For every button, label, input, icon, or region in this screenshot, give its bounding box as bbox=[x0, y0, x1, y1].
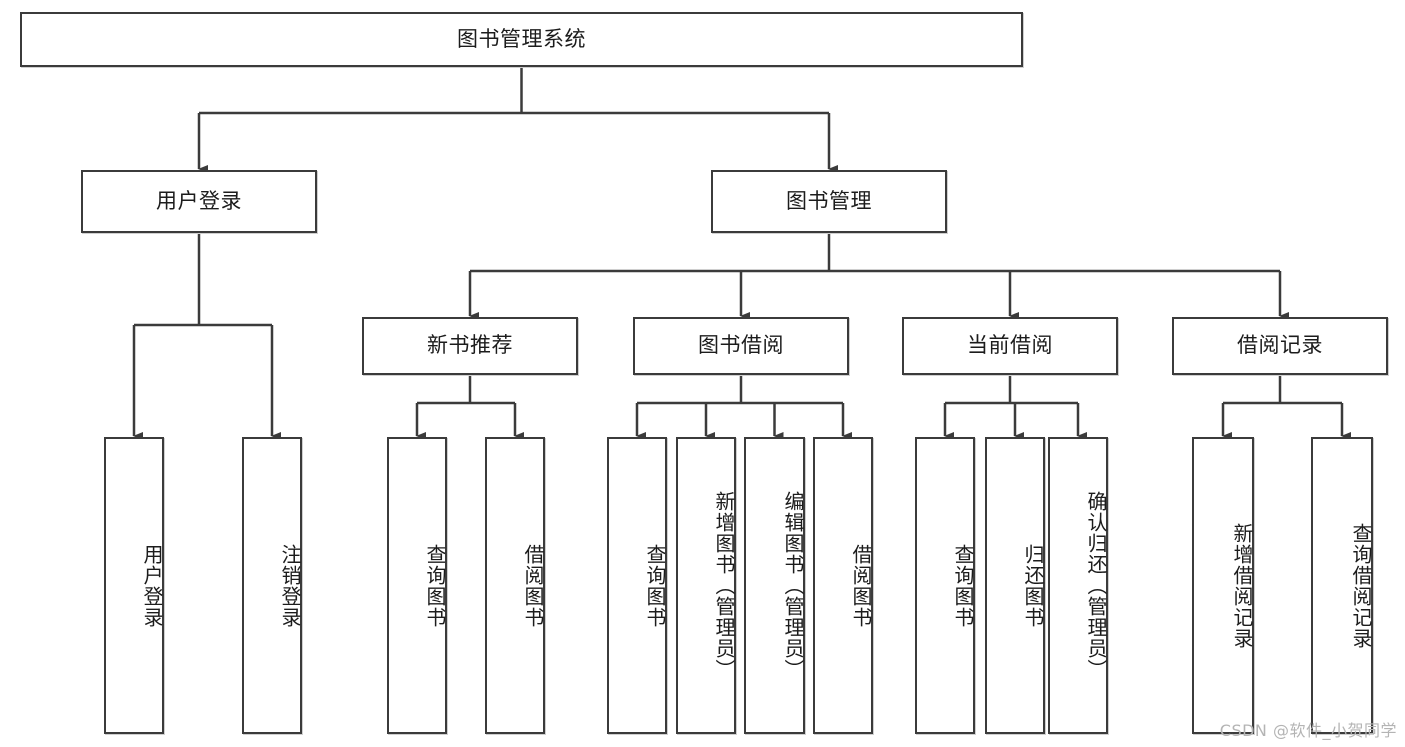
node-leaf_6: 编辑图书（管理员） bbox=[744, 437, 805, 734]
node-leaf_5: 新增图书（管理员） bbox=[676, 437, 736, 734]
node-label: 查询图书 bbox=[643, 543, 667, 628]
node-label: 新增图书（管理员） bbox=[712, 491, 736, 680]
connector-lines bbox=[132, 67, 1351, 440]
node-label: 查询图书 bbox=[951, 543, 975, 628]
node-label: 编辑图书（管理员） bbox=[781, 491, 805, 680]
node-root: 图书管理系统 bbox=[20, 12, 1023, 67]
node-l3_0: 新书推荐 bbox=[362, 317, 578, 375]
node-leaf_10: 确认归还（管理员） bbox=[1048, 437, 1108, 734]
node-leaf_12: 查询借阅记录 bbox=[1311, 437, 1373, 734]
node-leaf_1: 注销登录 bbox=[242, 437, 302, 734]
node-leaf_9: 归还图书 bbox=[985, 437, 1045, 734]
node-leaf_2: 查询图书 bbox=[387, 437, 447, 734]
node-label: 新增借阅记录 bbox=[1230, 522, 1254, 649]
node-label: 新书推荐 bbox=[427, 333, 513, 358]
node-label: 借阅记录 bbox=[1237, 333, 1323, 358]
node-label: 图书借阅 bbox=[698, 333, 784, 358]
node-label: 图书管理系统 bbox=[457, 26, 586, 51]
node-label: 用户登录 bbox=[140, 543, 164, 628]
node-l3_3: 借阅记录 bbox=[1172, 317, 1388, 375]
node-leaf_4: 查询图书 bbox=[607, 437, 667, 734]
node-leaf_8: 查询图书 bbox=[915, 437, 975, 734]
node-leaf_0: 用户登录 bbox=[104, 437, 164, 734]
node-label: 查询借阅记录 bbox=[1349, 522, 1373, 649]
node-label: 当前借阅 bbox=[967, 333, 1053, 358]
node-label: 确认归还（管理员） bbox=[1084, 491, 1108, 680]
node-l3_2: 当前借阅 bbox=[902, 317, 1118, 375]
node-l3_1: 图书借阅 bbox=[633, 317, 849, 375]
node-label: 借阅图书 bbox=[521, 543, 545, 628]
node-leaf_3: 借阅图书 bbox=[485, 437, 545, 734]
node-label: 归还图书 bbox=[1021, 543, 1045, 628]
node-l2_1: 图书管理 bbox=[711, 170, 947, 233]
node-label: 用户登录 bbox=[156, 188, 242, 213]
node-leaf_7: 借阅图书 bbox=[813, 437, 873, 734]
node-label: 查询图书 bbox=[423, 543, 447, 628]
node-label: 注销登录 bbox=[278, 543, 302, 628]
watermark-text: CSDN @软件_小贺同学 bbox=[1219, 721, 1397, 740]
node-l2_0: 用户登录 bbox=[81, 170, 317, 233]
node-label: 图书管理 bbox=[786, 188, 872, 213]
node-label: 借阅图书 bbox=[849, 543, 873, 628]
node-leaf_11: 新增借阅记录 bbox=[1192, 437, 1254, 734]
